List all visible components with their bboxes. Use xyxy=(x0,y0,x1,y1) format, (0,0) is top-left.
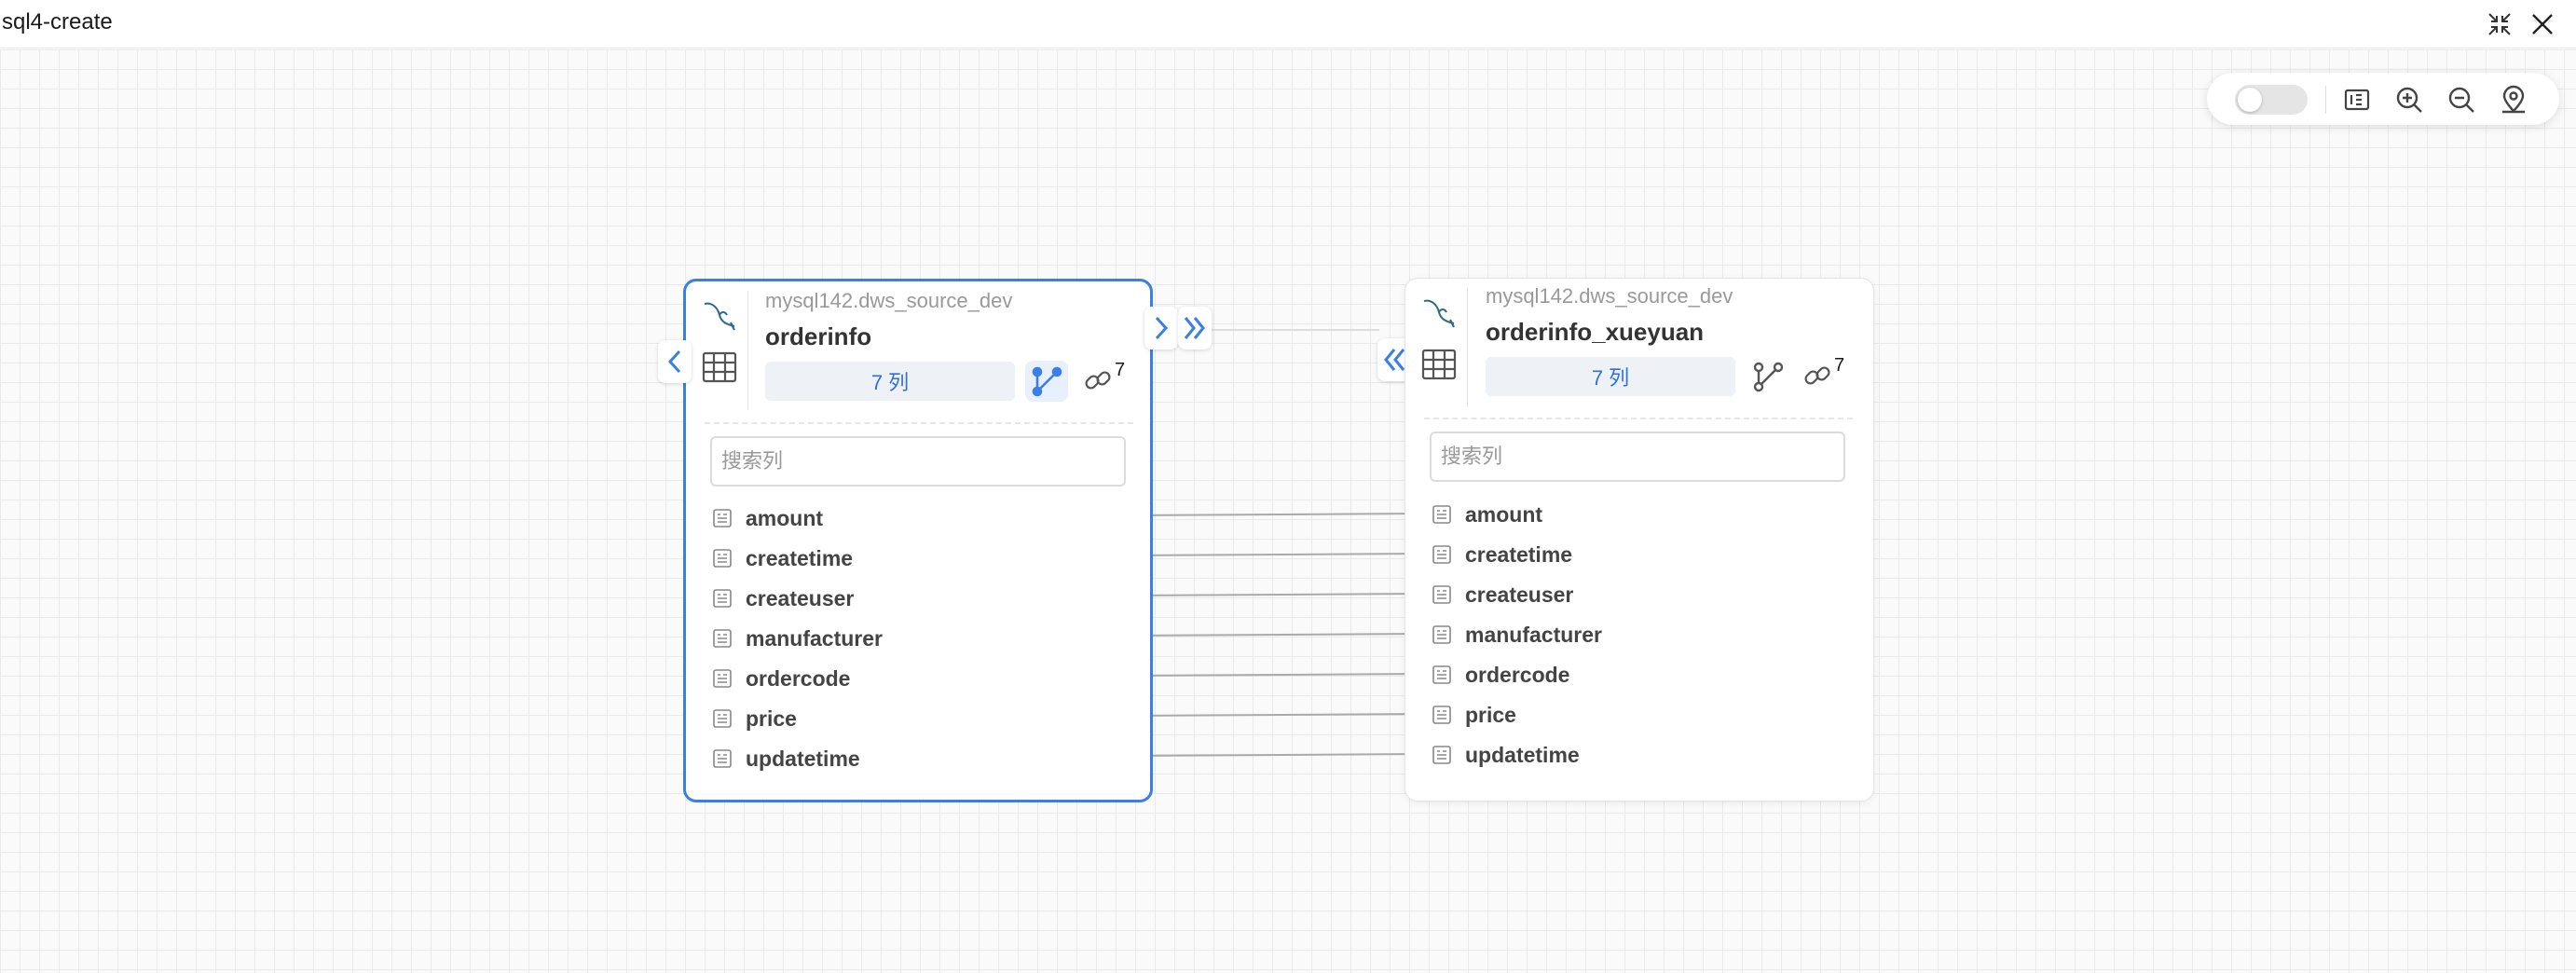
link-count: 7 xyxy=(1115,360,1126,380)
column-type-icon xyxy=(713,749,732,768)
table-schema: mysql142.dws_source_dev xyxy=(1486,284,1733,308)
column-type-icon xyxy=(713,589,732,608)
zoom-in-icon[interactable] xyxy=(2393,84,2425,116)
column-search-input[interactable] xyxy=(1430,432,1845,482)
column-name: createuser xyxy=(1465,582,1574,607)
column-count-button[interactable]: 7 列 xyxy=(765,362,1015,401)
column-name: amount xyxy=(1465,501,1543,527)
column-type-icon xyxy=(1432,585,1451,604)
column-type-icon xyxy=(1432,625,1451,644)
column-type-icon xyxy=(1432,545,1451,564)
column-name: manufacturer xyxy=(746,625,883,651)
lineage-canvas[interactable]: mysql142.dws_source_dev orderinfo 7 列 7 … xyxy=(0,49,2576,973)
column-name: amount xyxy=(746,505,824,530)
expand-all-downstream-button[interactable] xyxy=(1178,307,1212,349)
column-name: updatetime xyxy=(746,746,860,771)
header-dash-divider xyxy=(705,422,1133,424)
column-row-createuser[interactable]: createuser xyxy=(1432,578,1573,611)
column-edge[interactable] xyxy=(1125,542,1428,566)
column-name: price xyxy=(746,706,797,731)
header-dash-divider xyxy=(1424,418,1853,419)
column-edge[interactable] xyxy=(1125,703,1428,726)
column-type-icon xyxy=(1432,746,1451,764)
column-edge[interactable] xyxy=(1125,502,1428,526)
column-search-input[interactable] xyxy=(710,436,1126,486)
column-name: createtime xyxy=(746,545,854,570)
canvas-toolbar xyxy=(2207,73,2559,125)
locate-icon[interactable] xyxy=(2498,84,2529,116)
column-count-button[interactable]: 7 列 xyxy=(1486,357,1735,396)
zoom-out-icon[interactable] xyxy=(2446,84,2477,116)
close-icon[interactable] xyxy=(2528,9,2557,39)
column-row-createtime[interactable]: createtime xyxy=(712,541,853,575)
column-type-icon xyxy=(1432,665,1451,684)
toggle-switch[interactable] xyxy=(2235,85,2308,115)
expand-upstream-button[interactable] xyxy=(658,340,692,383)
column-row-manufacturer[interactable]: manufacturer xyxy=(712,622,883,655)
header-divider xyxy=(1467,288,1468,407)
column-name: ordercode xyxy=(1465,662,1570,687)
header-divider xyxy=(747,291,748,410)
column-type-icon xyxy=(713,669,732,688)
column-type-icon xyxy=(1432,505,1451,524)
target-table-node[interactable]: mysql142.dws_source_dev orderinfo_xueyua… xyxy=(1404,278,1874,802)
column-row-manufacturer[interactable]: manufacturer xyxy=(1432,618,1602,651)
column-type-icon xyxy=(713,549,732,568)
column-row-updatetime[interactable]: updatetime xyxy=(712,742,860,775)
column-name: createuser xyxy=(746,585,855,610)
column-row-price[interactable]: price xyxy=(712,702,797,735)
column-row-createuser[interactable]: createuser xyxy=(712,582,854,615)
column-type-icon xyxy=(713,629,732,648)
mysql-logo-icon xyxy=(1423,299,1455,328)
column-name: createtime xyxy=(1465,541,1573,567)
column-edges xyxy=(1125,329,1428,766)
column-type-icon xyxy=(713,709,732,728)
minimap-icon[interactable] xyxy=(2341,84,2373,116)
column-row-ordercode[interactable]: ordercode xyxy=(712,662,850,695)
column-row-ordercode[interactable]: ordercode xyxy=(1432,658,1569,692)
column-type-icon xyxy=(713,509,732,528)
window-title: sql4-create xyxy=(2,9,113,34)
column-row-amount[interactable]: amount xyxy=(1432,498,1542,531)
link-chain-icon[interactable] xyxy=(1801,359,1834,392)
column-name: manufacturer xyxy=(1465,622,1602,647)
table-name: orderinfo_xueyuan xyxy=(1486,318,1705,346)
table-grid-icon xyxy=(702,351,737,383)
lineage-branch-icon[interactable] xyxy=(1025,361,1068,402)
column-row-price[interactable]: price xyxy=(1432,698,1516,732)
link-chain-icon[interactable] xyxy=(1081,363,1115,397)
table-schema: mysql142.dws_source_dev xyxy=(765,289,1013,312)
column-name: ordercode xyxy=(746,665,851,691)
column-row-amount[interactable]: amount xyxy=(712,501,823,535)
table-grid-icon xyxy=(1421,349,1457,380)
mysql-logo-icon xyxy=(704,302,735,331)
column-edge[interactable] xyxy=(1125,623,1428,646)
column-name: price xyxy=(1465,702,1516,727)
table-name: orderinfo xyxy=(765,322,872,350)
expand-downstream-button[interactable] xyxy=(1144,307,1178,349)
title-bar: sql4-create xyxy=(0,0,2576,48)
toggle-knob xyxy=(2238,88,2262,112)
column-edge[interactable] xyxy=(1125,663,1428,686)
toolbar-divider xyxy=(2325,86,2326,114)
column-type-icon xyxy=(1432,706,1451,724)
column-edge[interactable] xyxy=(1125,743,1428,766)
source-table-node[interactable]: mysql142.dws_source_dev orderinfo 7 列 7 … xyxy=(683,279,1153,802)
column-row-updatetime[interactable]: updatetime xyxy=(1432,738,1580,772)
link-count: 7 xyxy=(1834,355,1845,376)
collapse-icon[interactable] xyxy=(2485,9,2514,39)
column-name: updatetime xyxy=(1465,742,1580,767)
lineage-branch-icon[interactable] xyxy=(1747,356,1789,397)
column-row-createtime[interactable]: createtime xyxy=(1432,538,1572,571)
column-edge[interactable] xyxy=(1125,582,1428,606)
